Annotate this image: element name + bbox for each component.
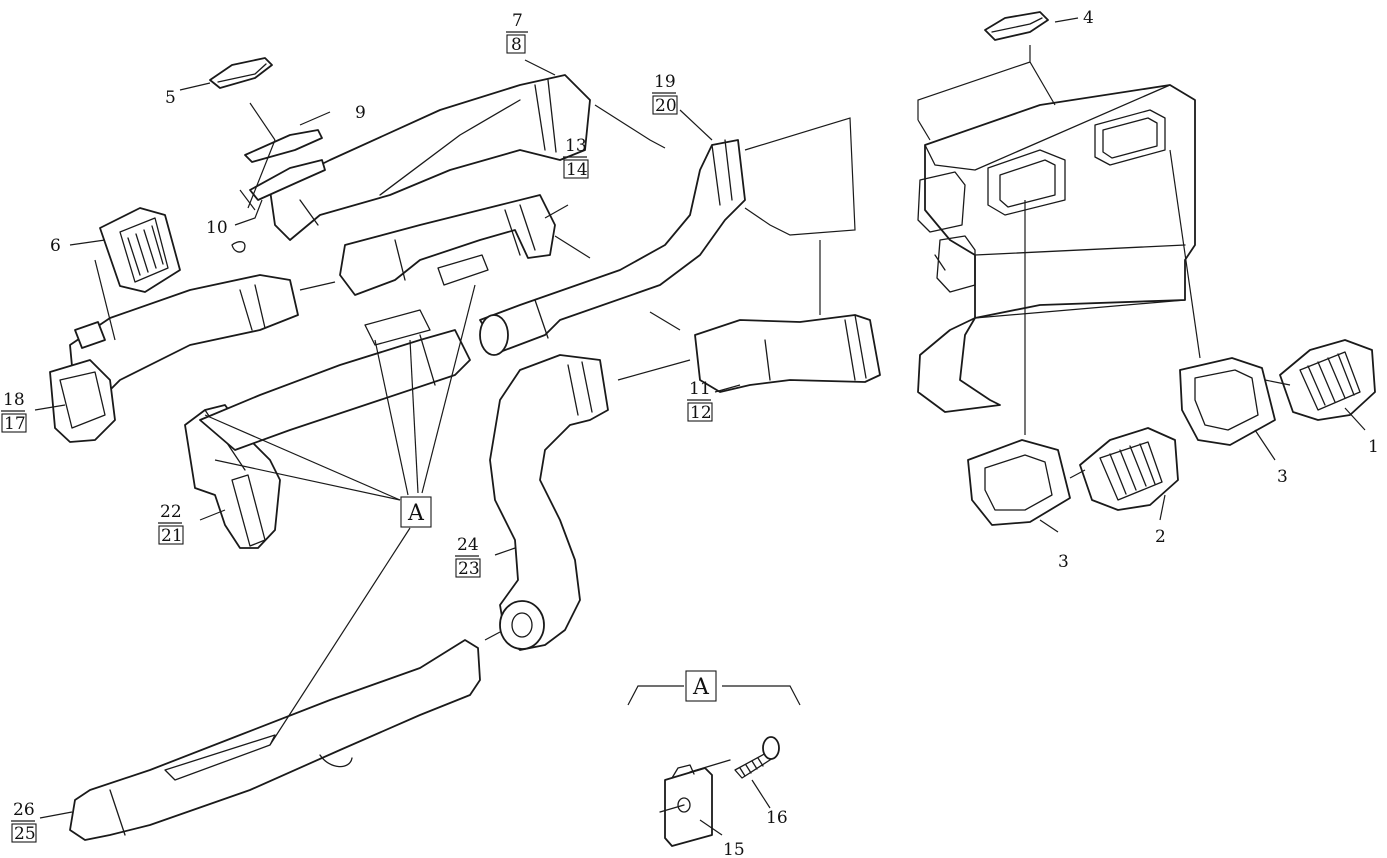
part-3-bezel-left: [967, 439, 1071, 526]
callout-13: 13: [565, 136, 587, 156]
callout-21: 21: [161, 526, 183, 546]
part-5-cover: [209, 57, 273, 89]
callout-12: 12: [690, 403, 712, 423]
detail-a-inset-title: A: [692, 675, 710, 700]
callout-3-left: 3: [1058, 552, 1069, 572]
detail-a-marker: A: [407, 501, 425, 526]
callout-24: 24: [457, 535, 479, 555]
callout-26: 26: [13, 800, 35, 820]
callout-8: 8: [511, 35, 522, 55]
callout-5: 5: [165, 88, 176, 108]
part-21-22-side-duct: [184, 309, 471, 549]
callout-16: 16: [766, 808, 788, 828]
part-7-8-upper-duct: [269, 74, 591, 241]
detail-a-inset-title-box: [685, 670, 717, 702]
callout-18: 18: [3, 390, 25, 410]
part-11-12-lower-duct: [694, 314, 881, 393]
detail-a-inset: [627, 685, 801, 847]
detail-a-marker-box: [400, 496, 432, 528]
callout-17: 17: [4, 414, 26, 434]
callout-11: 11: [689, 379, 711, 399]
part-23-24-floor-duct: [489, 354, 609, 651]
callout-7: 7: [512, 11, 523, 31]
part-9-trim: [244, 129, 323, 163]
callout-1: 1: [1368, 437, 1379, 457]
part-13-14-duct-connector: [339, 194, 556, 296]
part-2-register-left: [1079, 427, 1179, 511]
callout-23: 23: [458, 559, 480, 579]
callout-2: 2: [1155, 527, 1166, 547]
callout-20: 20: [655, 96, 677, 116]
callout-10: 10: [206, 218, 228, 238]
callout-25: 25: [14, 824, 36, 844]
callout-3-right: 3: [1277, 467, 1288, 487]
callout-14: 14: [566, 160, 588, 180]
part-17-18-left-duct: [49, 274, 299, 443]
part-3-bezel-right: [1179, 357, 1276, 446]
part-4-trim-cover: [984, 11, 1049, 41]
callout-9: 9: [355, 103, 366, 123]
part-19-20-center-duct: [479, 139, 746, 356]
callout-22: 22: [160, 502, 182, 522]
part-10-vent-louver: [231, 159, 326, 253]
callout-15: 15: [723, 840, 745, 858]
part-6-side-grille: [99, 207, 181, 293]
leader-lines: [34, 17, 1366, 819]
callout-6: 6: [50, 236, 61, 256]
callout-labels: 4 5 9 10 6 7 8 19 20 13 14 11 12 18 17 2…: [1, 8, 1379, 858]
callout-19: 19: [654, 72, 676, 92]
instrument-panel: [917, 84, 1196, 413]
part-25-26-rear-duct: [69, 639, 481, 841]
part-1-register-right: [1279, 339, 1376, 421]
callout-4: 4: [1083, 8, 1094, 28]
